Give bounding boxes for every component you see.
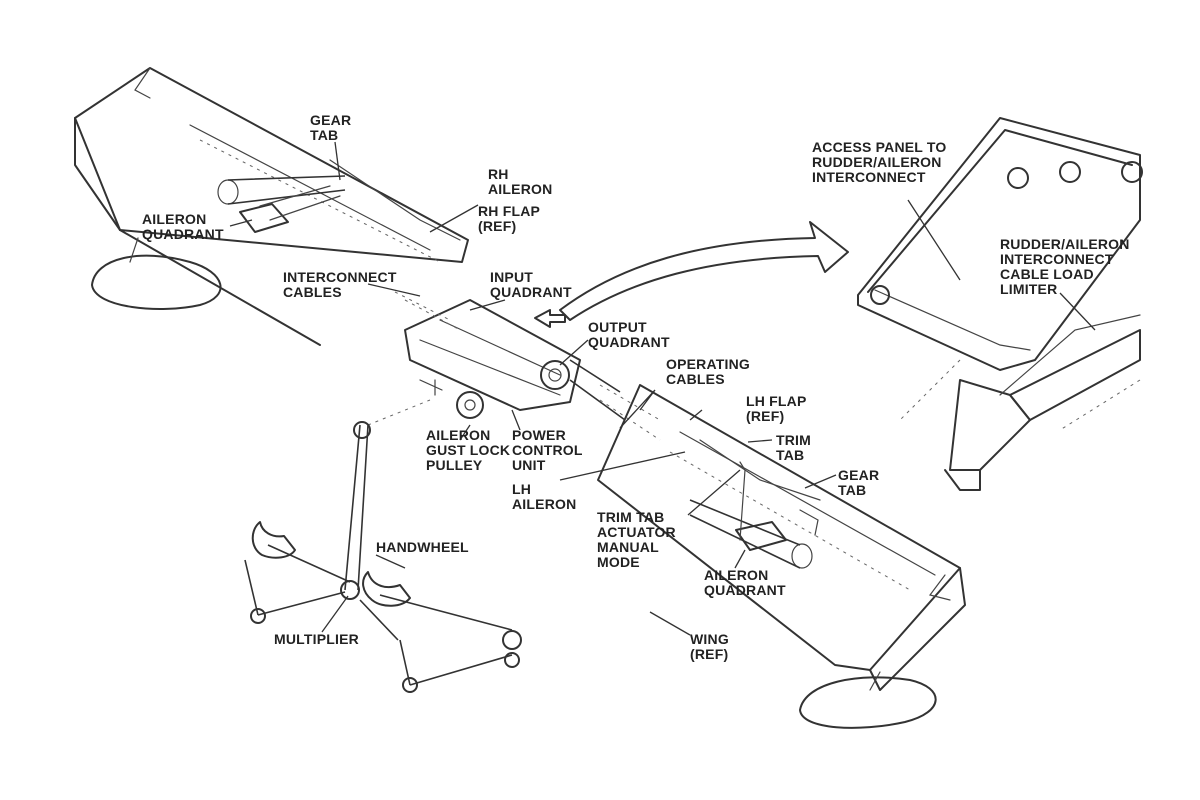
label-aileron-gust-lock-pulley: AILERON GUST LOCK PULLEY [426, 427, 511, 473]
label-rh-aileron: RH AILERON [488, 166, 553, 197]
rh-wing [74, 67, 469, 346]
forward-direction-arrow [534, 309, 566, 328]
detail-pointer-arrow [559, 221, 849, 321]
label-gear-tab-lh: GEAR TAB [838, 467, 880, 498]
label-multiplier: MULTIPLIER [274, 631, 359, 647]
label-aileron-quadrant-lh: AILERON QUADRANT [704, 567, 786, 598]
label-load-limiter: RUDDER/AILERON INTERCONNECT CABLE LOAD L… [1000, 236, 1130, 297]
handwheel-cable-system [244, 399, 522, 693]
power-control-unit [394, 291, 661, 441]
label-rh-flap: RH FLAP (REF) [478, 203, 541, 234]
lh-wing [597, 384, 966, 691]
label-output-quadrant: OUTPUT QUADRANT [588, 319, 670, 350]
label-input-quadrant: INPUT QUADRANT [490, 269, 572, 300]
leader-lines [229, 141, 1096, 636]
label-aileron-quadrant-rh: AILERON QUADRANT [142, 211, 224, 242]
label-operating-cables: OPERATING CABLES [666, 356, 750, 387]
label-lh-aileron: LH AILERON [512, 481, 577, 512]
label-power-control-unit: POWER CONTROL UNIT [512, 427, 583, 473]
lh-aileron-quadrant [689, 461, 819, 569]
label-interconnect-cables: INTERCONNECT CABLES [283, 269, 397, 300]
label-lh-flap: LH FLAP (REF) [746, 393, 807, 424]
rh-wing-tip-pod [91, 237, 222, 310]
rh-aileron-quadrant [217, 175, 346, 233]
label-gear-tab-rh: GEAR TAB [310, 112, 352, 143]
label-access-panel: ACCESS PANEL TO RUDDER/AILERON INTERCONN… [812, 139, 947, 185]
label-trim-tab: TRIM TAB [776, 432, 812, 463]
access-panel-inset [857, 117, 1143, 491]
label-wing-ref: WING (REF) [690, 631, 729, 662]
lh-wing-tip-pod [799, 671, 937, 729]
label-handwheel: HANDWHEEL [376, 539, 469, 555]
label-trim-tab-actuator: TRIM TAB ACTUATOR MANUAL MODE [597, 509, 676, 570]
